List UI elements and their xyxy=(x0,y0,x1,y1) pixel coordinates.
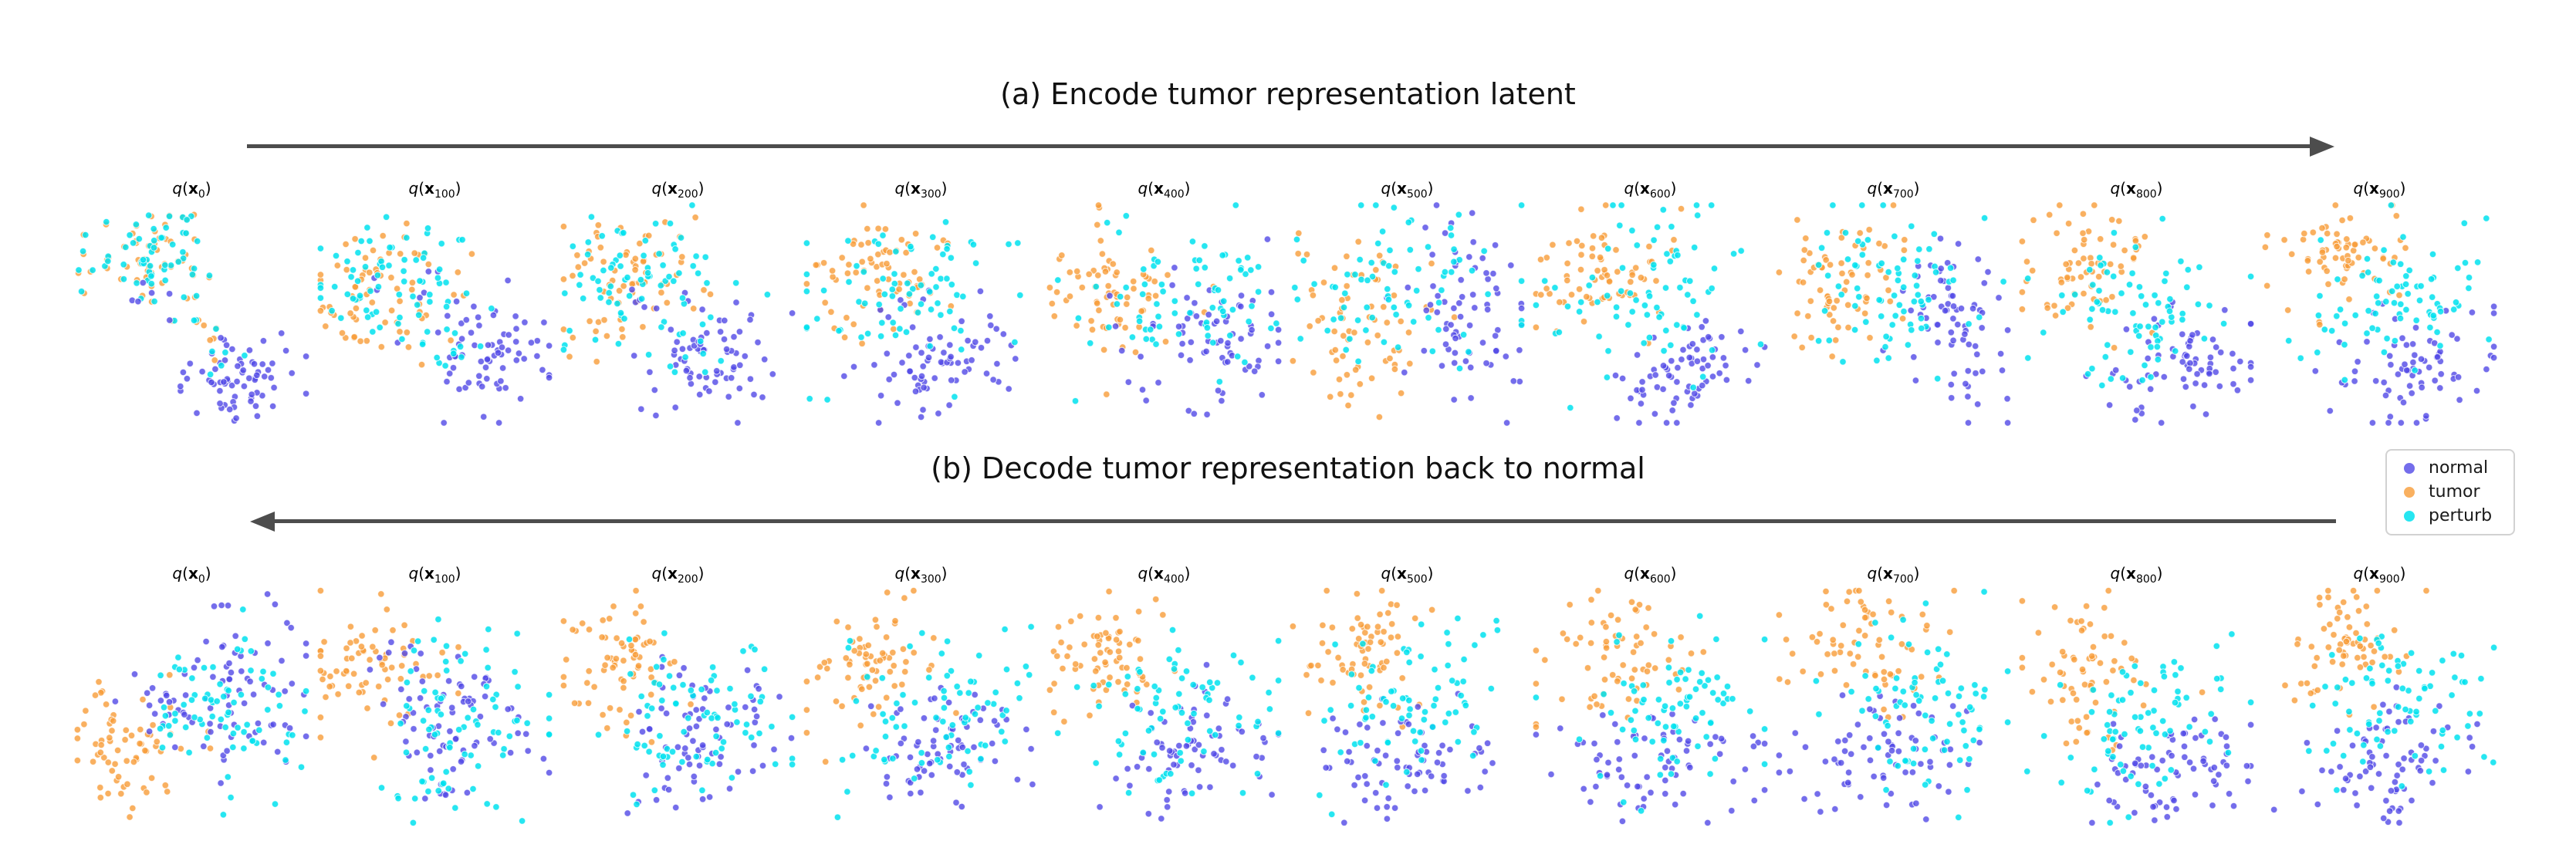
decode-arrow xyxy=(250,512,2336,532)
panel-title: q(x700) xyxy=(1867,564,1920,586)
scatter-panel-a-t500: q(x500) xyxy=(1286,178,1529,430)
scatter-plot xyxy=(559,586,796,817)
scatter-panel-a-t300: q(x300) xyxy=(800,178,1043,430)
panel-title: q(x300) xyxy=(894,564,948,586)
scatter-plot xyxy=(1775,586,2012,823)
panel-title: q(x100) xyxy=(408,179,461,201)
scatter-panel-b-t800: q(x800) xyxy=(2015,563,2258,830)
scatter-plot xyxy=(316,586,553,827)
legend-dot-normal-icon xyxy=(2404,463,2415,474)
scatter-plot xyxy=(316,213,553,427)
panel-title: q(x200) xyxy=(651,564,705,586)
scatter-plot xyxy=(803,201,1024,427)
scatter-panel-a-t0: q(x0) xyxy=(70,178,313,430)
legend-item-tumor: tumor xyxy=(2398,481,2504,503)
legend-label: tumor xyxy=(2429,482,2480,502)
scatter-plot xyxy=(1289,201,1526,427)
scatter-panel-b-t600: q(x600) xyxy=(1529,563,1772,830)
panel-title: q(x900) xyxy=(2353,564,2406,586)
scatter-panel-b-t200: q(x200) xyxy=(556,563,800,830)
panel-title: q(x0) xyxy=(172,179,211,201)
scatter-panel-b-t300: q(x300) xyxy=(800,563,1043,830)
decode-arrow-shaft xyxy=(272,519,2336,523)
legend-dot-perturb-icon xyxy=(2404,511,2415,522)
scatter-panel-a-t400: q(x400) xyxy=(1043,178,1286,430)
legend-dot-tumor-icon xyxy=(2404,487,2415,498)
scatter-plot xyxy=(74,211,310,425)
panel-title: q(x800) xyxy=(2110,179,2163,201)
encode-arrow-shaft xyxy=(247,144,2313,148)
scatter-panel-b-t400: q(x400) xyxy=(1043,563,1286,830)
legend-label: perturb xyxy=(2429,506,2493,525)
scatter-panel-b-t100: q(x100) xyxy=(313,563,556,830)
arrowhead-left-icon xyxy=(250,512,275,532)
panel-title: q(x300) xyxy=(894,179,948,201)
panel-title: q(x200) xyxy=(651,179,705,201)
scatter-panel-a-t600: q(x600) xyxy=(1529,178,1772,430)
scatter-plot xyxy=(803,586,1036,822)
panel-title: q(x800) xyxy=(2110,564,2163,586)
legend-item-normal: normal xyxy=(2398,458,2504,479)
scatter-panel-a-t100: q(x100) xyxy=(313,178,556,430)
scatter-row-encode: q(x0) q(x100) q(x200) q(x300) q(x400) q(… xyxy=(70,178,2501,430)
scatter-panel-a-t900: q(x900) xyxy=(2258,178,2501,430)
scatter-plot xyxy=(1289,586,1502,827)
panel-title: q(x600) xyxy=(1624,564,1677,586)
panel-title: q(x500) xyxy=(1381,564,1434,586)
scatter-plot xyxy=(2270,586,2498,827)
panel-title: q(x900) xyxy=(2353,179,2406,201)
panel-title: q(x400) xyxy=(1138,179,1191,201)
panel-title: q(x100) xyxy=(408,564,461,586)
section-title-decode: (b) Decode tumor representation back to … xyxy=(931,451,1645,485)
scatter-plot xyxy=(1775,201,2012,427)
section-title-encode: (a) Encode tumor representation latent xyxy=(1000,77,1576,111)
scatter-plot xyxy=(2018,201,2255,427)
scatter-panel-b-t0: q(x0) xyxy=(70,563,313,830)
panel-title: q(x400) xyxy=(1138,564,1191,586)
scatter-plot xyxy=(1532,586,1769,827)
scatter-panel-a-t200: q(x200) xyxy=(556,178,800,430)
scatter-plot xyxy=(73,590,310,821)
scatter-plot xyxy=(2018,586,2255,827)
scatter-plot xyxy=(2261,201,2498,427)
scatter-panel-b-t700: q(x700) xyxy=(1772,563,2015,830)
scatter-plot xyxy=(1046,587,1283,822)
scatter-plot xyxy=(1046,201,1283,419)
scatter-panel-a-t800: q(x800) xyxy=(2015,178,2258,430)
panel-title: q(x0) xyxy=(172,564,211,586)
legend: normal tumor perturb xyxy=(2385,449,2515,535)
panel-title: q(x600) xyxy=(1624,179,1677,201)
encode-arrow xyxy=(247,137,2334,157)
scatter-panel-b-t900: q(x900) xyxy=(2258,563,2501,830)
scatter-panel-a-t700: q(x700) xyxy=(1772,178,2015,430)
scatter-plot xyxy=(1532,201,1769,427)
scatter-plot xyxy=(559,201,796,427)
panel-title: q(x500) xyxy=(1381,179,1434,201)
legend-label: normal xyxy=(2429,458,2489,478)
scatter-row-decode: q(x0) q(x100) q(x200) q(x300) q(x400) q(… xyxy=(70,563,2501,830)
arrowhead-right-icon xyxy=(2310,137,2334,157)
scatter-panel-b-t500: q(x500) xyxy=(1286,563,1529,830)
legend-item-perturb: perturb xyxy=(2398,505,2504,527)
panel-title: q(x700) xyxy=(1867,179,1920,201)
